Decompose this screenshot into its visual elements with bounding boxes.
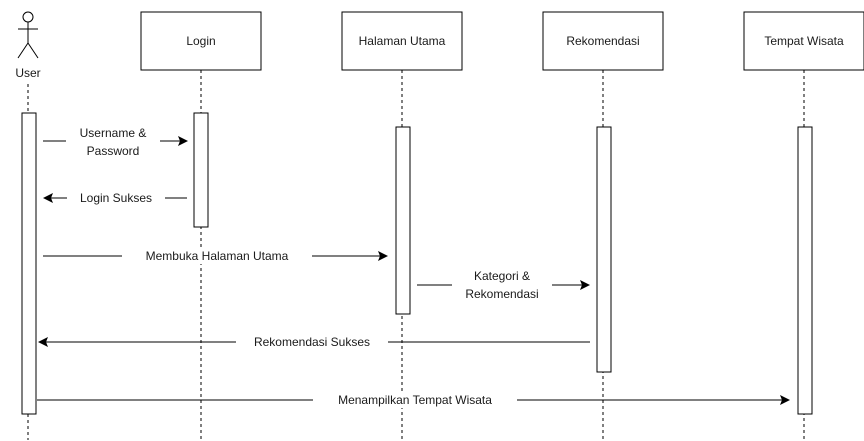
participant-box-halaman-utama [341, 11, 463, 71]
activation-halaman-utama [395, 126, 411, 315]
message-kategori-rekomendasi: Kategori & Rekomendasi [417, 267, 590, 303]
message-label-username: Username & [80, 126, 147, 140]
message-membuka-halaman-utama: Membuka Halaman Utama [43, 248, 388, 264]
participant-box-rekomendasi [542, 11, 664, 71]
message-label-membuka-halaman-utama: Membuka Halaman Utama [146, 249, 289, 263]
participant-label-tempat-wisata: Tempat Wisata [764, 34, 844, 48]
participant-label-rekomendasi: Rekomendasi [566, 34, 639, 48]
participant-label-login: Login [186, 34, 215, 48]
user-actor-icon [17, 11, 39, 59]
message-label-rekomendasi: Rekomendasi [465, 287, 538, 301]
activation-tempat-wisata [797, 126, 813, 415]
participant-label-halaman-utama: Halaman Utama [359, 34, 446, 48]
message-rekomendasi-sukses: Rekomendasi Sukses [38, 334, 590, 350]
message-label-rekomendasi-sukses: Rekomendasi Sukses [254, 335, 370, 349]
message-label-login-sukses: Login Sukses [80, 191, 152, 205]
activation-login [193, 112, 209, 228]
message-label-password: Password [87, 144, 140, 158]
activation-rekomendasi [596, 126, 612, 373]
message-login-sukses: Login Sukses [43, 190, 187, 206]
message-label-kategori: Kategori & [474, 269, 530, 283]
activation-user [21, 112, 37, 415]
message-username-password: Username & Password [43, 125, 188, 159]
message-label-menampilkan-tempat-wisata: Menampilkan Tempat Wisata [338, 393, 492, 407]
message-menampilkan-tempat-wisata: Menampilkan Tempat Wisata [37, 392, 790, 408]
actor-label-user: User [15, 66, 40, 80]
participant-box-tempat-wisata [743, 11, 864, 71]
participant-box-login [140, 11, 262, 71]
